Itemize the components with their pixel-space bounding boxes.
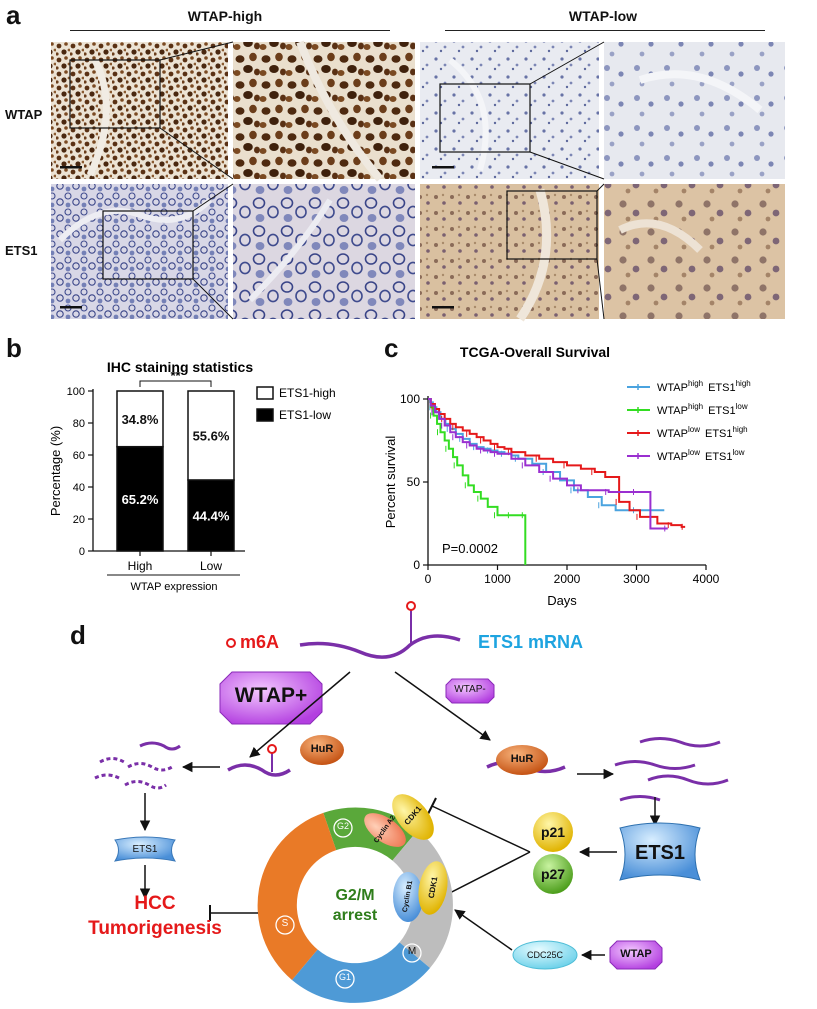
cdc25c-label: CDC25C — [526, 950, 563, 960]
chart-b-x-label: WTAP expression — [130, 581, 217, 593]
wtap-small-label: WTAP — [620, 948, 652, 960]
col-header-line-low — [445, 30, 765, 31]
m6a-label: m6A — [240, 632, 280, 652]
chart-b-y-tick-label: 100 — [67, 386, 85, 398]
chart-c-p-value: P=0.0002 — [442, 541, 498, 556]
ets1-small-label: ETS1 — [132, 844, 158, 855]
chart-c-x-label: Days — [547, 593, 577, 608]
panel-letter-a: a — [6, 0, 21, 30]
chart-c-x-tick-label: 2000 — [554, 572, 581, 586]
col-header-wtap-high: WTAP-high — [187, 8, 263, 24]
chart-b-bar-segment — [116, 445, 164, 552]
chart-c-y-tick-label: 0 — [413, 558, 420, 572]
chart-b-y-tick-label: 0 — [79, 546, 85, 558]
arrest-label: arrest — [332, 907, 378, 924]
chart-c-x-tick-label: 3000 — [623, 572, 650, 586]
phase-g2-label: G2 — [336, 821, 349, 831]
chart-c-y-label: Percent survival — [383, 436, 398, 529]
chart-c-series-line — [428, 398, 527, 565]
g2m-label: G2/M — [335, 887, 375, 904]
chart-b-legend-label: ETS1-low — [279, 408, 331, 422]
hcc-label: HCC — [134, 893, 176, 914]
panel-letter-b: b — [6, 333, 22, 363]
chart-b-y-tick-label: 20 — [73, 514, 85, 526]
phase-m-label: M — [407, 946, 417, 957]
chart-c-series-line — [428, 398, 668, 530]
wtap-plus-label: WTAP+ — [234, 684, 308, 707]
phase-s-label: S — [281, 918, 289, 929]
chart-b-y-tick-label: 60 — [73, 450, 85, 462]
col-header-line-high — [70, 30, 390, 31]
ihc-image-grid — [51, 40, 785, 322]
chart-c-x-tick-label: 4000 — [693, 572, 720, 586]
chart-c-x-tick-label: 1000 — [484, 572, 511, 586]
hur-left-label: HuR — [310, 743, 334, 755]
chart-b-x-tick-label: Low — [200, 559, 222, 573]
chart-b-bar-segment — [187, 390, 235, 481]
row-label-wtap: WTAP — [5, 107, 43, 122]
chart-b-significance-bracket — [139, 380, 212, 387]
row-label-ets1: ETS1 — [5, 243, 38, 258]
panel-letter-d: d — [70, 620, 86, 650]
chart-b-y-label: Percentage (%) — [48, 426, 63, 516]
chart-c-y-tick-label: 50 — [407, 475, 421, 489]
chart-b-legend-label: ETS1-high — [279, 386, 336, 400]
panel-letter-c: c — [384, 333, 399, 363]
ets1-big-label: ETS1 — [634, 842, 686, 864]
chart-c-series-line — [428, 398, 686, 528]
chart-b-title: IHC staining statistics — [107, 359, 253, 375]
chart-c-y-tick-label: 100 — [400, 392, 420, 406]
chart-b-legend-swatch — [256, 408, 274, 422]
chart-b-bar-segment — [116, 390, 164, 448]
phase-g1-label: G1 — [338, 972, 351, 982]
p27-label: p27 — [540, 866, 566, 882]
chart-b-y-tick-label: 40 — [73, 482, 85, 494]
hur-right-label: HuR — [510, 753, 534, 765]
p21-label: p21 — [540, 824, 566, 840]
chart-b-significance: ** — [170, 368, 181, 383]
chart-b-data-label: 55.6% — [193, 428, 230, 443]
chart-c-title: TCGA-Overall Survival — [460, 344, 610, 360]
chart-b-x-tick-label: High — [128, 559, 153, 573]
chart-c-x-tick-label: 0 — [425, 572, 432, 586]
ets1-mrna-label: ETS1 mRNA — [478, 632, 584, 652]
chart-b-y-tick-label: 80 — [73, 418, 85, 430]
tumorigenesis-label: Tumorigenesis — [88, 918, 222, 939]
chart-b-legend-swatch — [256, 386, 274, 400]
chart-b-data-label: 34.8% — [122, 412, 159, 427]
wtap-minus-label: WTAP- — [454, 684, 486, 695]
col-header-wtap-low: WTAP-low — [568, 8, 638, 24]
chart-b-data-label: 44.4% — [193, 508, 230, 523]
chart-b-data-label: 65.2% — [122, 492, 159, 507]
